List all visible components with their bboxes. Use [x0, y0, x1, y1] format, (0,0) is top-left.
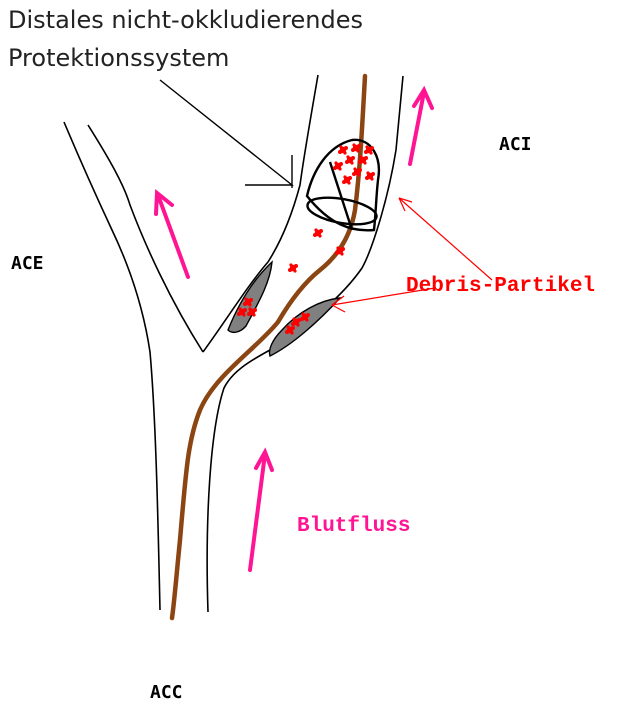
label-blood-flow: Blutfluss: [297, 516, 410, 537]
aci-anterior-wall: [203, 75, 318, 352]
flow-arrow-aci: [410, 90, 432, 164]
debris-particle: [288, 263, 298, 272]
debris-particle: [345, 155, 355, 164]
debris-particle: [365, 171, 375, 180]
debris-particle: [333, 161, 343, 170]
label-debris-particles: Debris-Partikel: [406, 276, 595, 297]
label-ace: ACE: [11, 255, 44, 273]
debris-particle: [313, 228, 323, 237]
filter-basket: [305, 140, 378, 230]
flow-arrow-ace: [156, 193, 188, 277]
debris-particles: [237, 143, 375, 334]
debris-particle: [342, 175, 352, 184]
debris-pointer-upper: [399, 198, 492, 280]
debris-particle: [338, 145, 348, 154]
title-line-1: Distales nicht-okkludierendes: [8, 8, 363, 32]
title-line-2: Protektionssystem: [8, 46, 229, 70]
plaque-lower: [270, 298, 341, 356]
label-aci: ACI: [499, 136, 532, 154]
ace-inner-wall: [88, 125, 203, 352]
plaque-upper: [228, 262, 272, 332]
label-acc: ACC: [150, 684, 183, 702]
filter-pointer-line: [160, 80, 292, 185]
flow-arrow-acc: [250, 452, 272, 570]
ace-outer-wall: [64, 122, 160, 610]
